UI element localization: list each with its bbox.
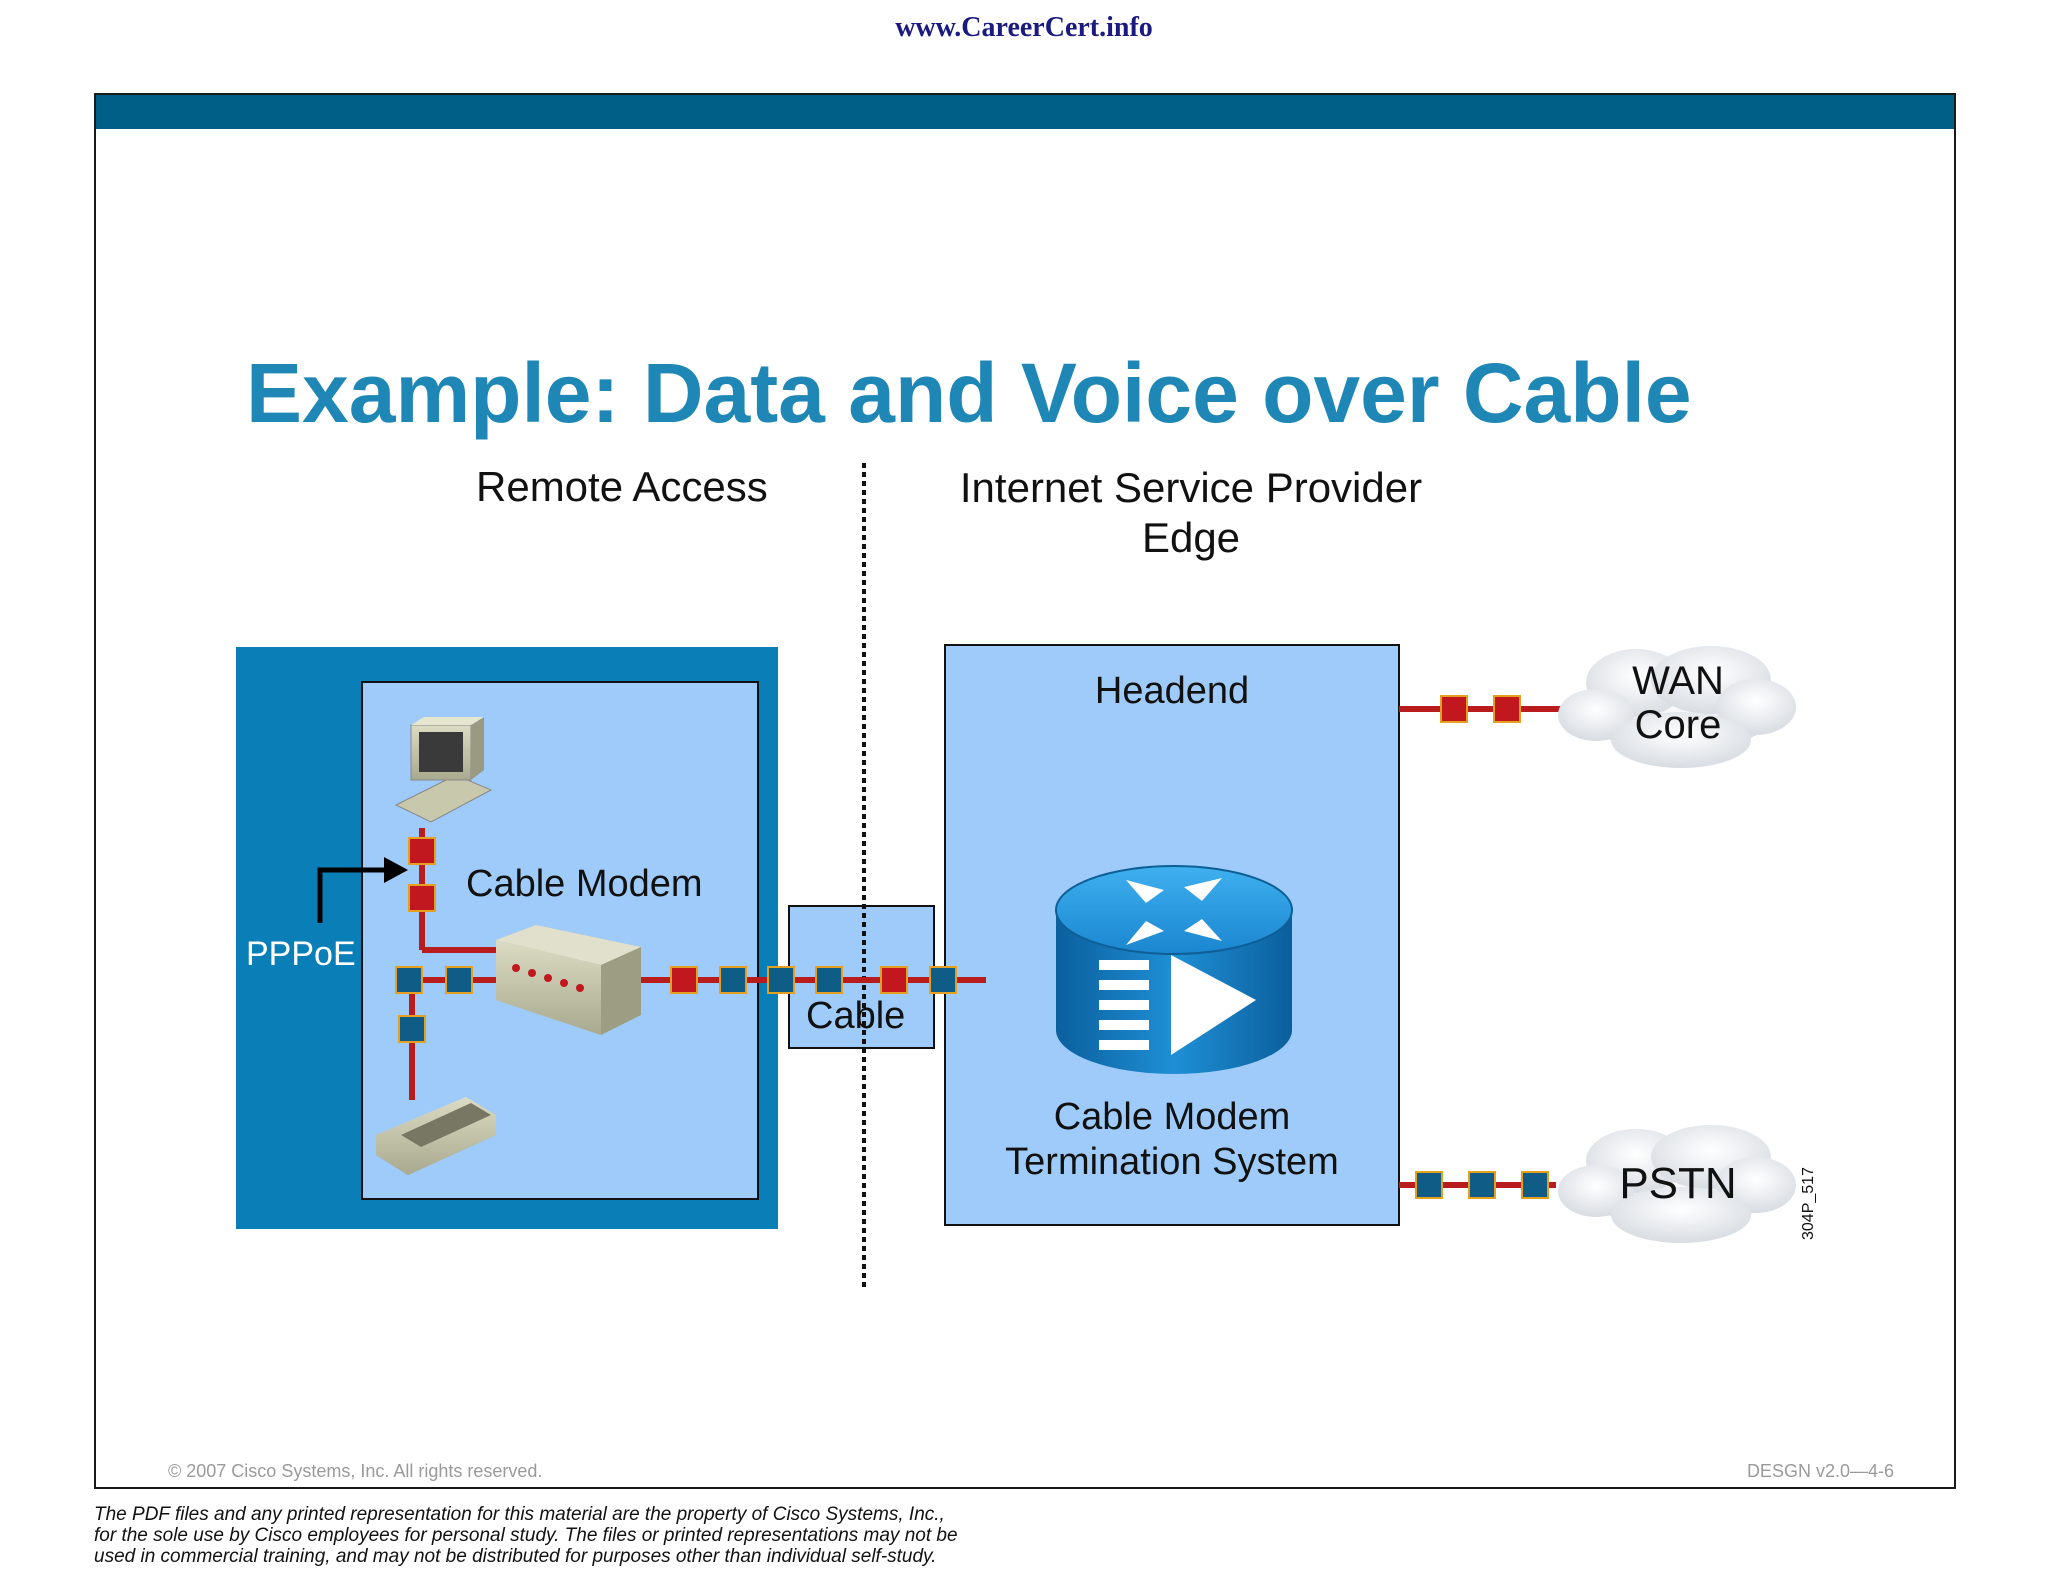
data-packets xyxy=(408,695,1521,994)
wan-core-label-line2: Core xyxy=(1634,703,1722,747)
pstn-label: PSTN xyxy=(1619,1159,1737,1208)
voice-packets xyxy=(395,966,1549,1199)
wan-core-label-line1: WAN xyxy=(1632,659,1724,703)
pstn-cloud xyxy=(1558,1125,1796,1243)
isp-edge-label: Internet Service Provider Edge xyxy=(866,463,1516,563)
cmts-label: Cable Modem Termination System xyxy=(945,1095,1399,1185)
slide-title: Example: Data and Voice over Cable xyxy=(246,346,1692,440)
cable-modem-icon xyxy=(496,925,641,1035)
cmts-label-line1: Cable Modem xyxy=(1053,1096,1291,1138)
slide-id: DESGN v2.0—4-6 xyxy=(1746,1461,1894,1481)
cable-label: Cable xyxy=(806,995,906,1037)
pc-icon xyxy=(394,717,493,823)
diagram xyxy=(236,463,1796,1290)
wan-core-cloud xyxy=(1558,646,1796,768)
wan-core-label: WAN Core xyxy=(1618,659,1738,747)
copyright-notice: © 2007 Cisco Systems, Inc. All rights re… xyxy=(168,1461,543,1481)
isp-edge-label-line1: Internet Service Provider xyxy=(959,464,1423,511)
cable-modem-label: Cable Modem xyxy=(466,863,703,905)
disclaimer-line2: for the sole use by Cisco employees for … xyxy=(94,1525,958,1546)
disclaimer: The PDF files and any printed representa… xyxy=(94,1504,1194,1567)
figure-code: 304P_517 xyxy=(1800,1167,1817,1240)
phone-icon xyxy=(376,1097,496,1175)
slide-frame: Example: Data and Voice over Cable xyxy=(94,93,1956,1489)
slide-header-bar xyxy=(96,95,1954,129)
remote-access-label: Remote Access xyxy=(476,463,768,510)
cmts-label-line2: Termination System xyxy=(1005,1141,1339,1183)
disclaimer-line3: used in commercial training, and may not… xyxy=(94,1546,937,1567)
pppoe-arrow xyxy=(317,857,408,923)
cmts-router-icon xyxy=(1055,865,1293,1074)
pppoe-label: PPPoE xyxy=(246,935,356,973)
headend-label: Headend xyxy=(1094,670,1250,712)
site-url[interactable]: www.CareerCert.info xyxy=(895,12,1153,43)
disclaimer-line1: The PDF files and any printed representa… xyxy=(94,1504,945,1525)
isp-edge-label-line2: Edge xyxy=(1141,514,1241,561)
